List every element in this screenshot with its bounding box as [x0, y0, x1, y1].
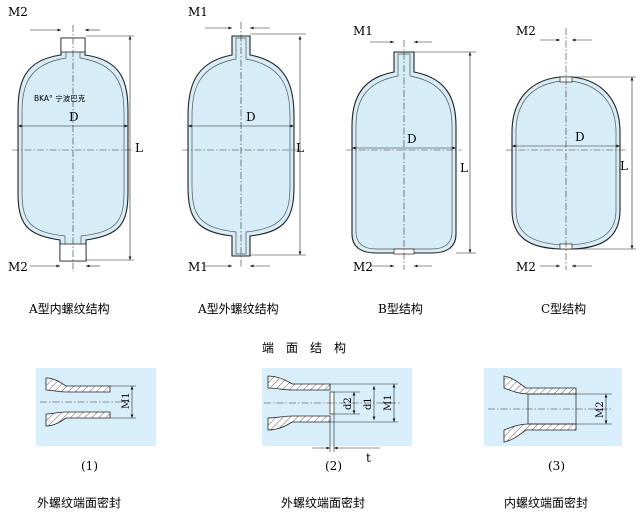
vessel-inner [191, 37, 291, 255]
top-thread-label: M1 [188, 5, 208, 19]
seal-dim-t: t [366, 451, 371, 465]
seal-number: (1) [81, 459, 98, 473]
length-label: L [460, 161, 468, 175]
diagram-caption: B型结构 [378, 301, 423, 316]
diagram-c: M2 D L M2 C型结构 [506, 24, 636, 316]
vessel-inner [355, 53, 453, 250]
seal-dim-d2: d2 [343, 397, 354, 410]
length-label: L [620, 159, 628, 173]
seal-caption: 内螺纹端面密封 [504, 495, 588, 510]
top-thread-label: M1 [353, 24, 373, 38]
seal-detail-1: M1 (1) 外螺纹端面密封 [36, 368, 156, 510]
length-label: L [135, 141, 143, 155]
seal-number: (2) [325, 459, 342, 473]
seal-dim-m2: M2 [595, 401, 606, 418]
seal-number: (3) [548, 459, 565, 473]
length-label: L [296, 141, 304, 155]
diagram-caption: A型内螺纹结构 [28, 301, 110, 316]
top-thread-label: M2 [516, 24, 536, 38]
diameter-label: D [407, 132, 417, 146]
seal-dim-m1: M1 [383, 394, 394, 411]
diagram-caption: A型外螺纹结构 [197, 301, 279, 316]
bottom-thread-label: M2 [8, 260, 28, 274]
seal-detail-2: d2 d1 M1 t (2) 外螺纹端面密封 [262, 368, 412, 510]
seal-caption: 外螺纹端面密封 [37, 495, 121, 510]
bottom-thread-label: M2 [353, 260, 373, 274]
bottom-thread-label: M2 [516, 260, 536, 274]
seal-caption: 外螺纹端面密封 [281, 495, 365, 510]
seal-dim-d1: d1 [363, 397, 374, 410]
top-thread-label: M2 [8, 5, 28, 19]
diagram-a-internal: BKA° 宁波巴克 M2 D L M2 A型内螺纹结构 [8, 5, 143, 316]
brand-mark: BKA° 宁波巴克 [34, 93, 86, 103]
diagram-b: M1 D L M2 B型结构 [346, 24, 476, 316]
vessel-outline [187, 35, 295, 257]
bottom-thread-label: M1 [188, 260, 208, 274]
diameter-label: D [575, 130, 585, 144]
diagram-caption: C型结构 [541, 301, 586, 316]
section-title: 端 面 结 构 [262, 340, 346, 355]
diagram-a-external: M1 D L M1 A型外螺纹结构 [182, 5, 306, 316]
seal-dim-m1: M1 [121, 392, 132, 409]
seal-detail-3: M2 (3) 内螺纹端面密封 [484, 368, 622, 510]
diameter-label: D [69, 110, 79, 124]
diameter-label: D [246, 110, 256, 124]
